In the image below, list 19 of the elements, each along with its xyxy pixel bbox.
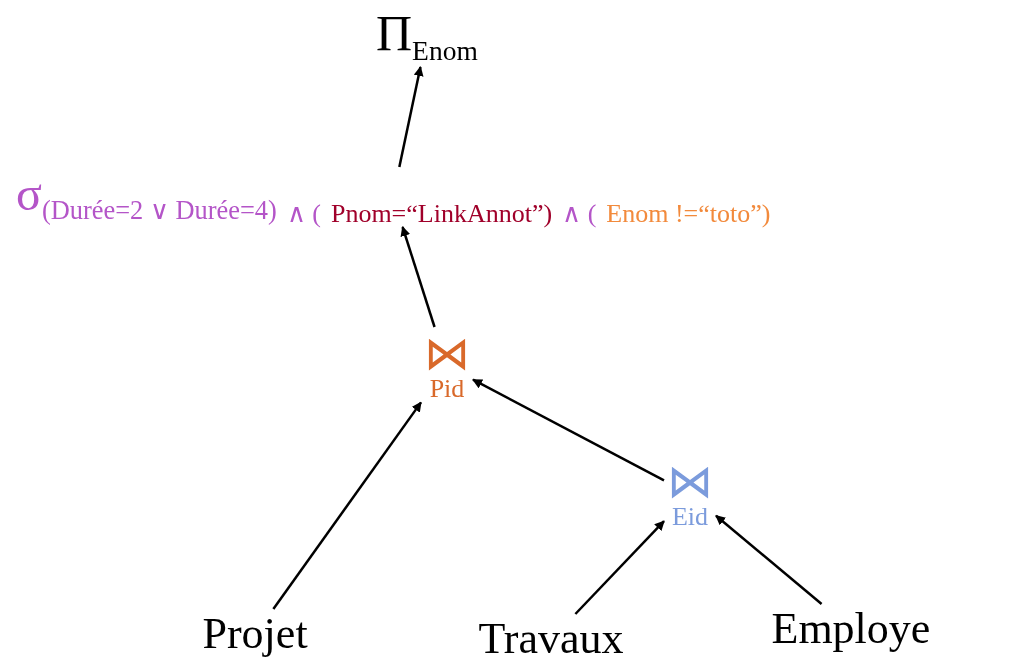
arrow — [574, 520, 665, 615]
conjunction-operator: ∧ ( — [562, 201, 597, 227]
relation-name: Projet — [202, 612, 308, 656]
join-attribute: Pid — [429, 376, 465, 402]
condition-term: Enom !=“toto”) — [606, 201, 771, 227]
join-symbol: ⋈ — [667, 458, 713, 504]
selection-condition: σ$_{(Durée=2 ∨ Durée=4)}$ — [16, 170, 277, 224]
projection-operator: Π$_{Enom}$ — [376, 8, 478, 65]
arrow — [715, 514, 823, 605]
relation-name: Employe — [771, 607, 931, 651]
arrow — [400, 226, 436, 328]
join-attribute: Eid — [671, 504, 709, 530]
conjunction-operator: ∧ ( — [286, 201, 321, 227]
arrow — [398, 66, 424, 168]
arrow — [272, 401, 422, 610]
join-symbol: ⋈ — [424, 330, 470, 376]
arrow — [472, 378, 665, 482]
condition-term: Pnom=“LinkAnnot”) — [330, 201, 553, 227]
relation-name: Travaux — [478, 617, 624, 661]
